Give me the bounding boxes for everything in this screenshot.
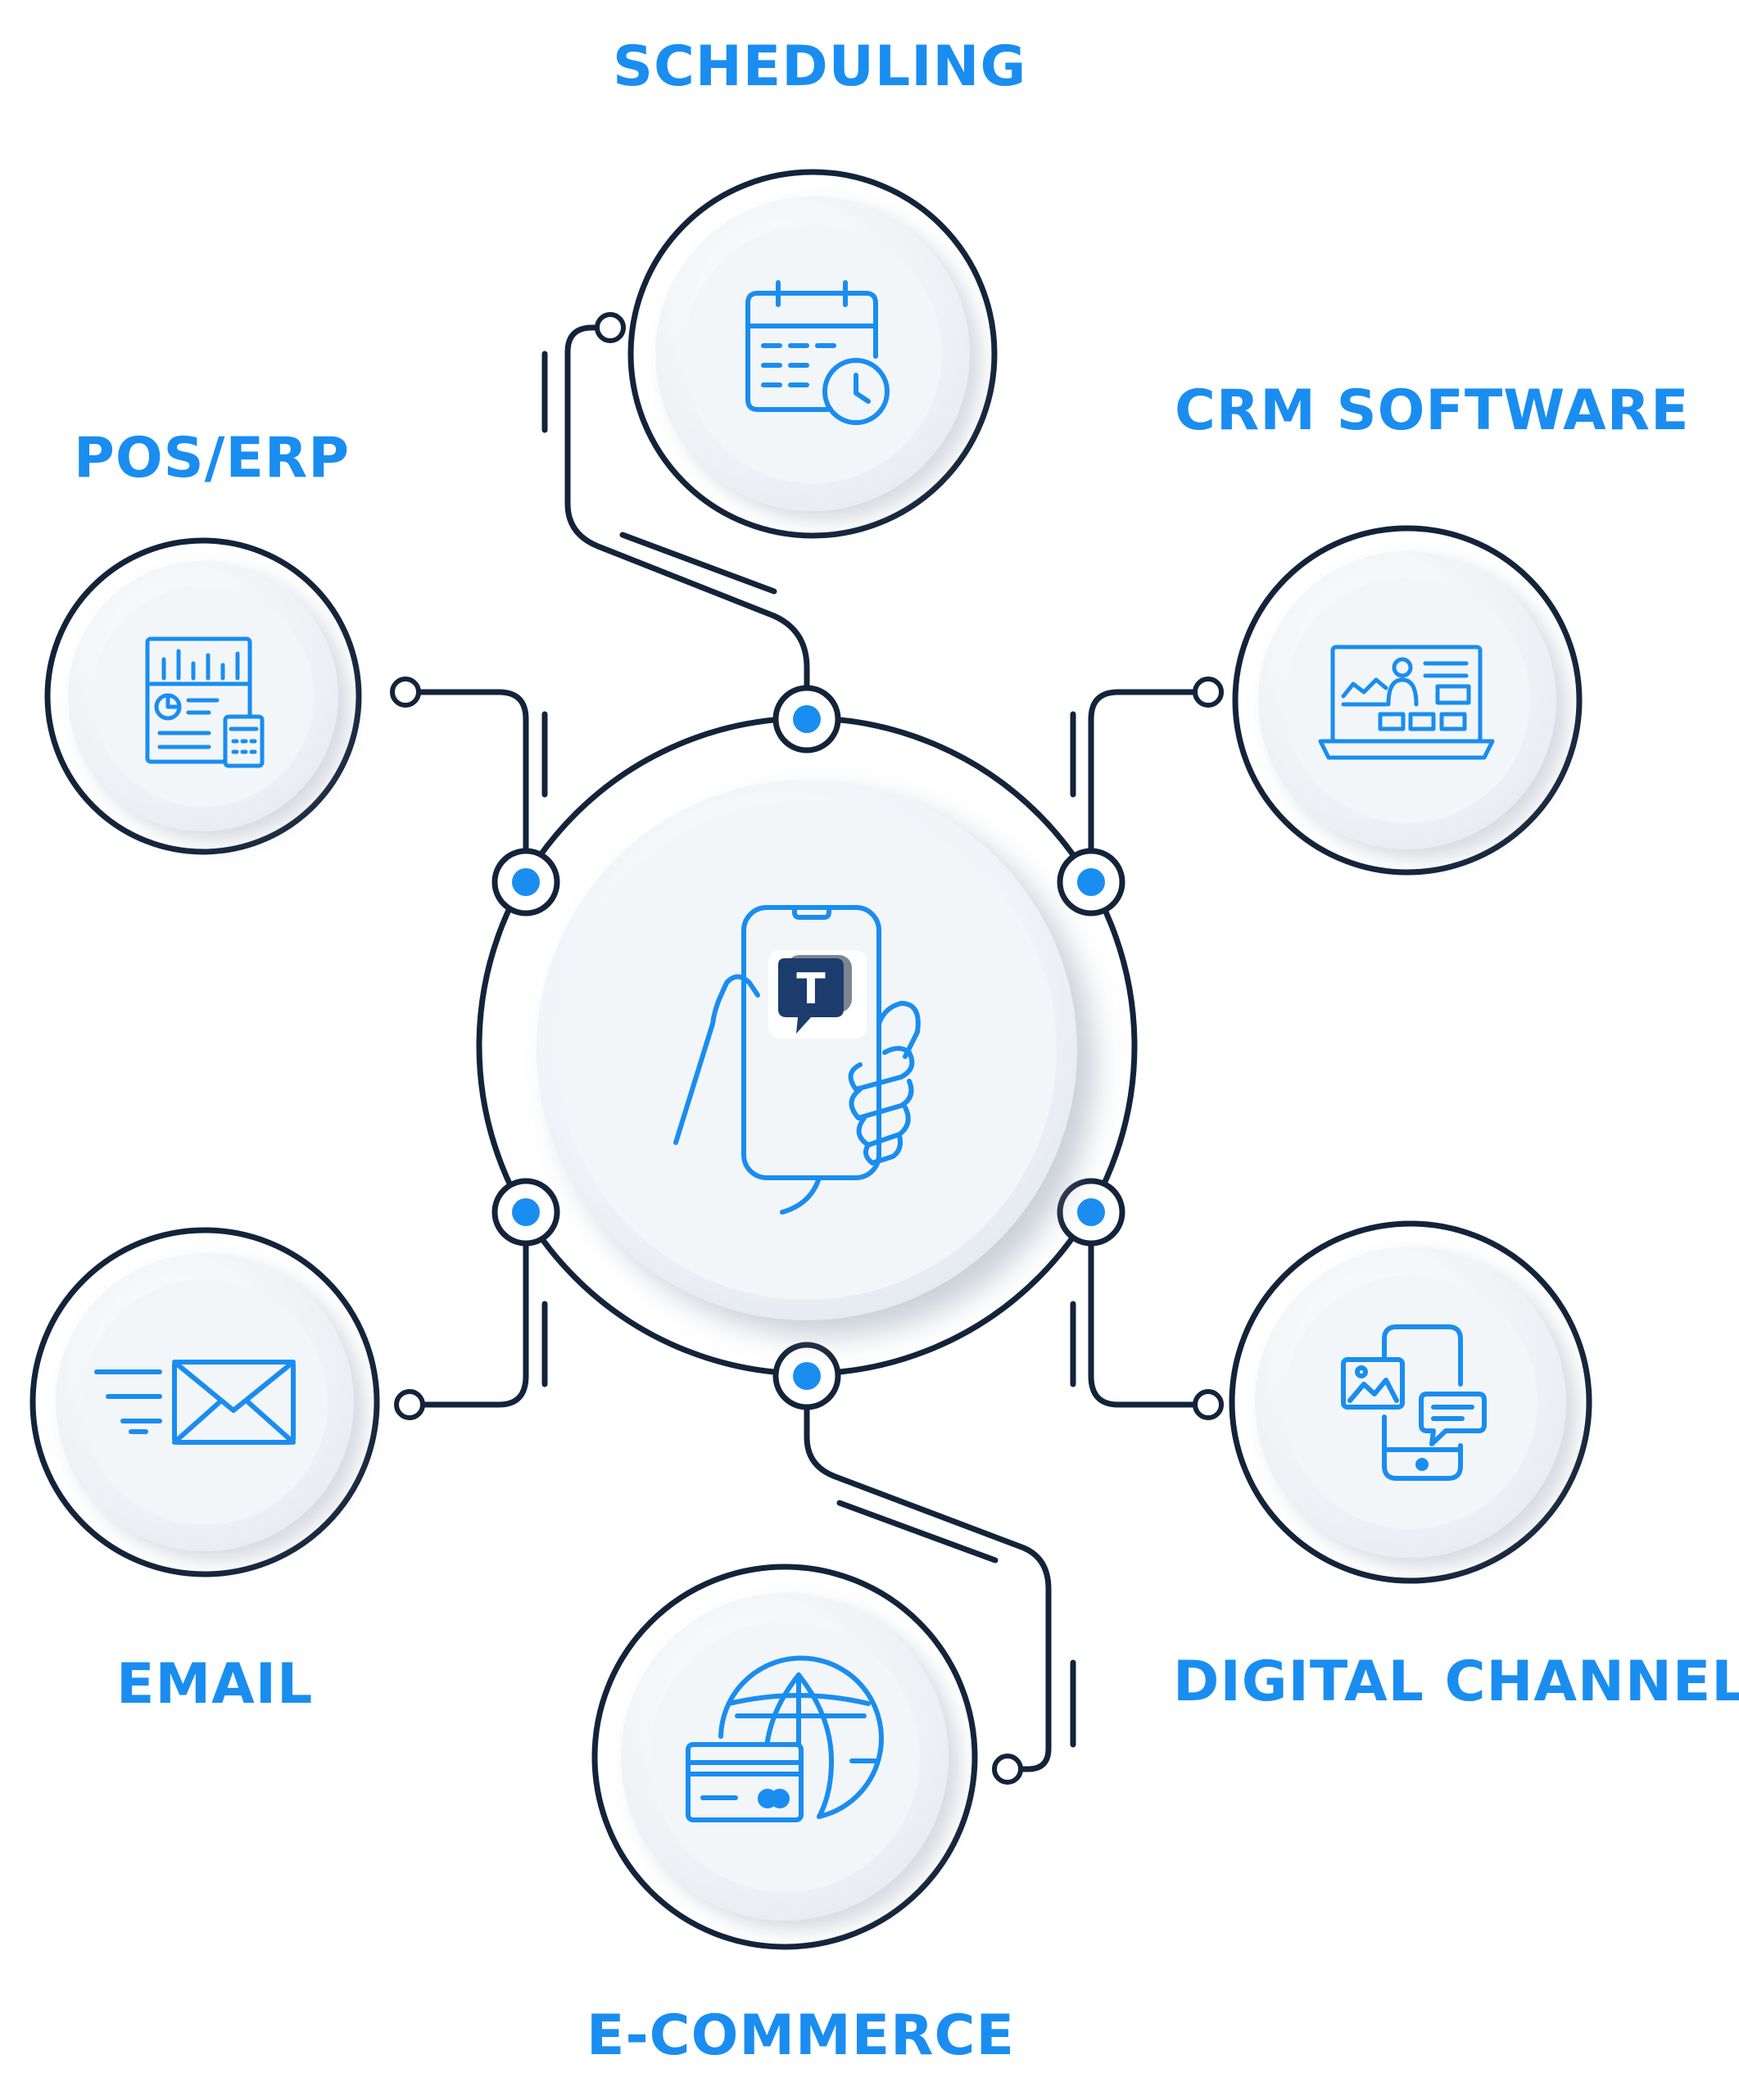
junction-top (772, 685, 841, 754)
label-scheduling: SCHEDULING (613, 34, 1027, 99)
label-digital-channels: DIGITAL CHANNELS (1173, 1650, 1739, 1714)
scheduling-terminal (595, 312, 626, 343)
junction-lower-left (491, 1178, 560, 1247)
hand-holding-phone-icon (673, 905, 921, 1215)
brand-logo-letter: T (796, 965, 826, 1014)
globe-card-icon (686, 1655, 884, 1822)
digital-connector (1088, 1209, 1211, 1408)
hub-disc (537, 780, 1077, 1320)
junction-bottom (772, 1342, 841, 1410)
junction-nodes (491, 685, 1125, 1410)
digital-terminal (1193, 1389, 1224, 1420)
scheduling-connector (564, 324, 810, 722)
scheduling-accent-line-2 (619, 532, 777, 595)
node-email-disc (29, 1227, 380, 1577)
phone-chat-icon (1341, 1324, 1487, 1481)
crm-connector (1088, 689, 1211, 885)
ecommerce-accent-line-2 (836, 1500, 999, 1564)
ecommerce-connector (804, 1373, 1052, 1772)
connector-terminals (390, 312, 1224, 1785)
report-calculator-icon (145, 636, 265, 768)
envelope-icon (94, 1360, 296, 1445)
pos-connector (402, 689, 529, 885)
node-digital-disc (1229, 1220, 1592, 1584)
brand-logo: T (768, 950, 867, 1039)
node-pos-disc (44, 537, 362, 855)
label-crm-software: CRM SOFTWARE (1175, 378, 1690, 443)
pos-terminal (390, 677, 421, 708)
junction-upper-left (491, 848, 560, 916)
junction-upper-right (1057, 848, 1125, 916)
email-connector (406, 1209, 529, 1408)
label-e-commerce: E-COMMERCE (586, 2003, 1015, 2068)
junction-lower-right (1057, 1178, 1125, 1247)
laptop-dashboard-icon (1318, 645, 1495, 760)
ecommerce-terminal (992, 1754, 1023, 1785)
label-pos-erp: POS/ERP (74, 426, 351, 491)
node-scheduling-disc (627, 169, 998, 539)
crm-terminal (1193, 677, 1224, 708)
node-crm-disc (1232, 525, 1583, 876)
email-terminal (394, 1389, 425, 1420)
label-email: EMAIL (116, 1652, 314, 1717)
calendar-clock-icon (745, 280, 890, 425)
